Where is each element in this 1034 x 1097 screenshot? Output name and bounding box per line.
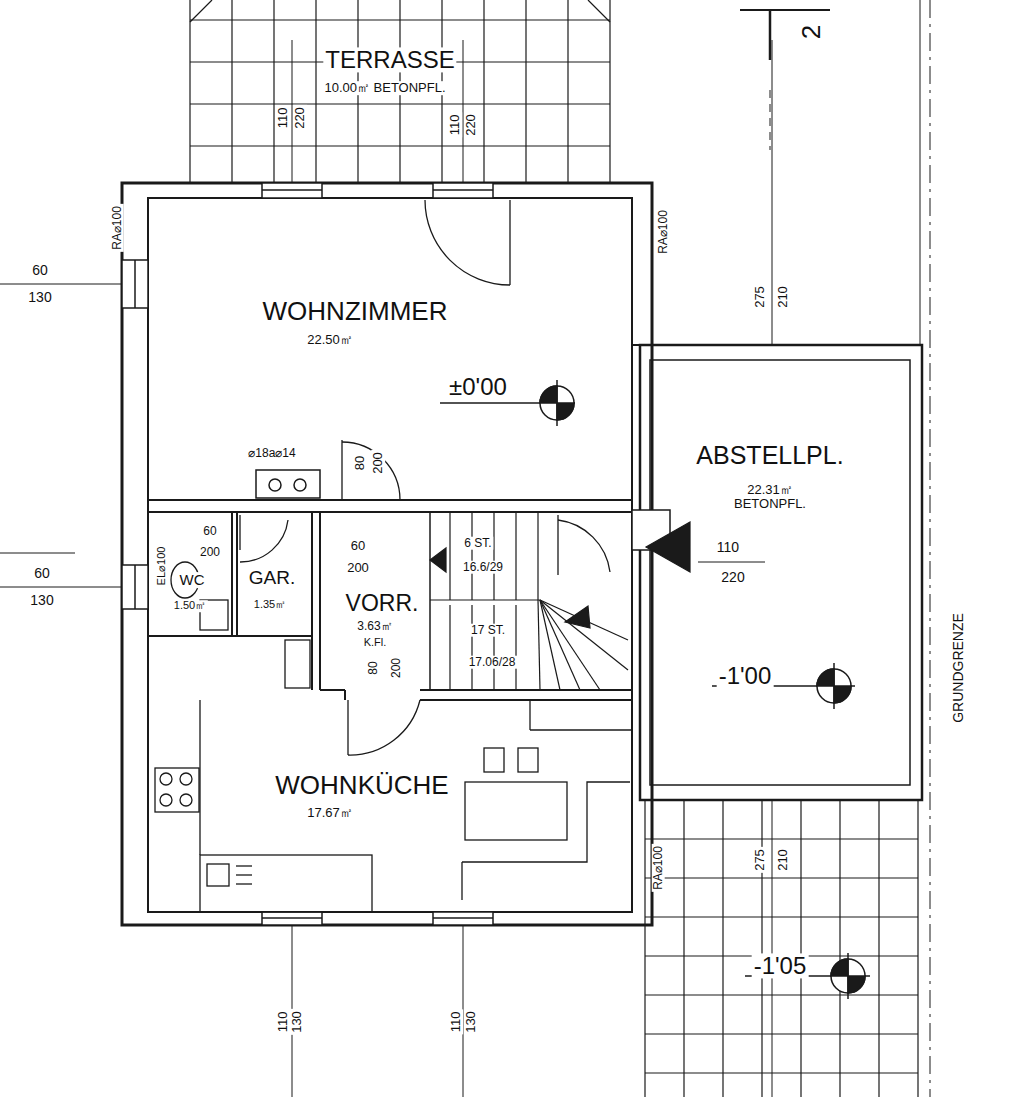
- room-name: WOHNKÜCHE: [273, 772, 450, 799]
- walls: [122, 183, 652, 925]
- level-mark: -1'05: [752, 953, 809, 978]
- kitchen-fittings: [155, 640, 632, 912]
- dimension-label: 16.6/29: [461, 561, 505, 574]
- dimension-label: 275: [753, 284, 767, 310]
- dimension-label: 210: [776, 847, 790, 873]
- dimension-label: 110: [448, 113, 462, 138]
- dimension-label: 80: [367, 659, 380, 676]
- dimension-label: EL⌀100: [156, 545, 168, 588]
- dimension-label: 130: [290, 1009, 304, 1035]
- room-name: WC: [178, 572, 207, 588]
- room-name: VORR.: [344, 591, 421, 615]
- windows: [122, 183, 493, 925]
- dimension-label: 130: [28, 593, 55, 608]
- dimension-label: RA⌀100: [657, 208, 670, 256]
- stairs: [430, 512, 690, 690]
- dimension-label: 110: [276, 106, 290, 131]
- room: WOHNKÜCHE 17.67㎡: [150, 700, 630, 912]
- terrace-area: TERRASSE 10.00㎡ BETONPFL.: [190, 30, 610, 110]
- room-name: GAR.: [247, 568, 297, 588]
- dimension-label: RA⌀100: [111, 204, 124, 252]
- dimension-label: 200: [390, 656, 403, 680]
- doors: [240, 200, 610, 755]
- room-area: 22.50㎡: [305, 333, 355, 347]
- dimension-label: 60: [32, 566, 52, 581]
- dimension-label: 200: [371, 450, 385, 476]
- room-area: 1.50㎡: [172, 600, 208, 612]
- room-area: 22.31㎡ BETONPFL.: [720, 483, 820, 510]
- chimney: [256, 470, 320, 498]
- room-name: TERRASSE: [323, 47, 456, 72]
- room-area: 17.67㎡: [305, 806, 355, 820]
- level-mark: -1'00: [717, 663, 774, 688]
- room-area: 3.63㎡: [355, 620, 394, 633]
- axis-lines: [0, 0, 930, 1097]
- level-markers: [440, 380, 870, 999]
- room-area: 10.00㎡ BETONPFL.: [322, 81, 447, 95]
- dimension-label: 210: [776, 284, 790, 310]
- dimension-label: 17.06/28: [467, 656, 518, 669]
- room: GAR. 1.35㎡: [237, 512, 312, 636]
- dimension-label: 17 ST.: [469, 624, 507, 637]
- dimension-label: 200: [345, 561, 371, 575]
- dimension-label: 60: [201, 525, 218, 538]
- dimension-label: 60: [349, 539, 367, 553]
- dimension-label: 110: [715, 540, 741, 555]
- dimension-label: 275: [753, 847, 767, 873]
- room-area: K.Fl.: [362, 637, 389, 649]
- wc-fittings: [171, 562, 228, 630]
- room-name: ABSTELLPL.: [694, 442, 845, 468]
- dimension-label: 220: [293, 105, 307, 131]
- level-mark: ±0'00: [447, 374, 509, 399]
- room-name: WOHNZIMMER: [261, 298, 450, 325]
- carport-walls: [632, 345, 922, 800]
- dimension-label: 80: [353, 454, 367, 472]
- dimension-label: 6 ST.: [462, 537, 493, 550]
- level-mark: 2: [798, 23, 825, 41]
- dimension-label: 60: [30, 263, 50, 278]
- dimension-label: 200: [198, 546, 222, 559]
- dimension-label: RA⌀100: [652, 844, 665, 892]
- paving: [645, 800, 918, 1097]
- dimension-label: 220: [719, 570, 746, 585]
- room: WOHNZIMMER 22.50㎡: [150, 200, 630, 500]
- dimension-label: 220: [464, 112, 478, 138]
- dimension-label: 130: [464, 1009, 478, 1035]
- dimension-label: GRUNDGRENZE: [951, 611, 966, 725]
- terrace-paving: [190, 0, 610, 183]
- dimension-label: 110: [449, 1010, 463, 1035]
- room-area: 1.35㎡: [252, 599, 288, 611]
- dimension-label: 110: [276, 1010, 290, 1035]
- dimension-label: 130: [26, 290, 53, 305]
- dimension-label: ⌀18a⌀14: [246, 447, 297, 460]
- carport-area: ABSTELLPL. 22.31㎡ BETONPFL.: [652, 362, 908, 782]
